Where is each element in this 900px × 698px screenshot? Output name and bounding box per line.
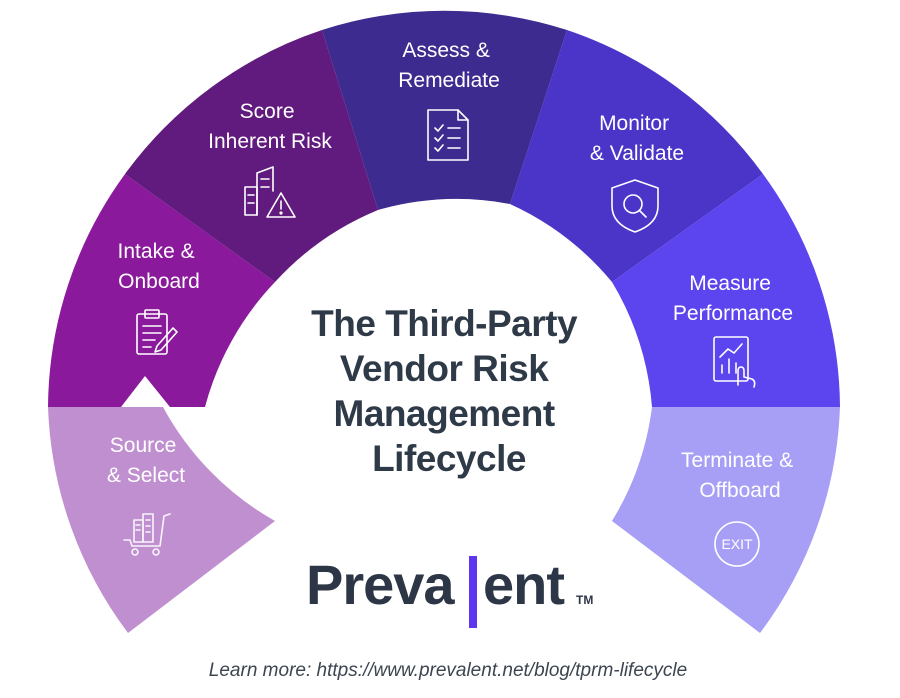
building-warning-icon [244, 166, 296, 218]
svg-text:EXIT: EXIT [721, 536, 753, 552]
logo-bar [469, 556, 477, 628]
logo-text-right: ent [483, 553, 564, 616]
label-source-select: Source & Select [107, 434, 185, 487]
segment-labels: Source & Select Intake & Onboard Score I… [107, 39, 799, 502]
segment-terminate-offboard [612, 407, 840, 633]
label-intake-onboard: Intake & Onboard [118, 240, 201, 293]
checklist-icon [427, 109, 469, 161]
label-monitor-validate: Monitor & Validate [590, 112, 684, 165]
label-terminate-offboard: Terminate & Offboard [681, 449, 799, 502]
segment-score-inherent-risk [125, 30, 378, 282]
label-assess-remediate: Assess & Remediate [398, 39, 500, 92]
footer-link-text: Learn more: https://www.prevalent.net/bl… [209, 660, 687, 681]
clipboard-pencil-icon [136, 309, 178, 355]
segment-intake-onboard [48, 174, 275, 407]
center-title: The Third-Party Vendor Risk Management L… [311, 303, 587, 479]
logo-text-left: Preva [306, 553, 455, 616]
ring [48, 10, 840, 633]
exit-sign-icon: EXIT [714, 521, 760, 567]
label-score-inherent-risk: Score Inherent Risk [208, 100, 332, 153]
segment-source-select [48, 407, 275, 633]
label-measure-performance: Measure Performance [673, 272, 793, 325]
shopping-cart-buildings-icon [123, 513, 171, 556]
shield-magnifier-icon [611, 179, 659, 233]
segment-monitor-validate [510, 30, 763, 282]
prevalent-logo: Preva ent TM [306, 553, 593, 628]
chart-touch-icon [713, 336, 756, 388]
logo-trademark: TM [576, 593, 593, 607]
segment-measure-performance [612, 174, 840, 436]
